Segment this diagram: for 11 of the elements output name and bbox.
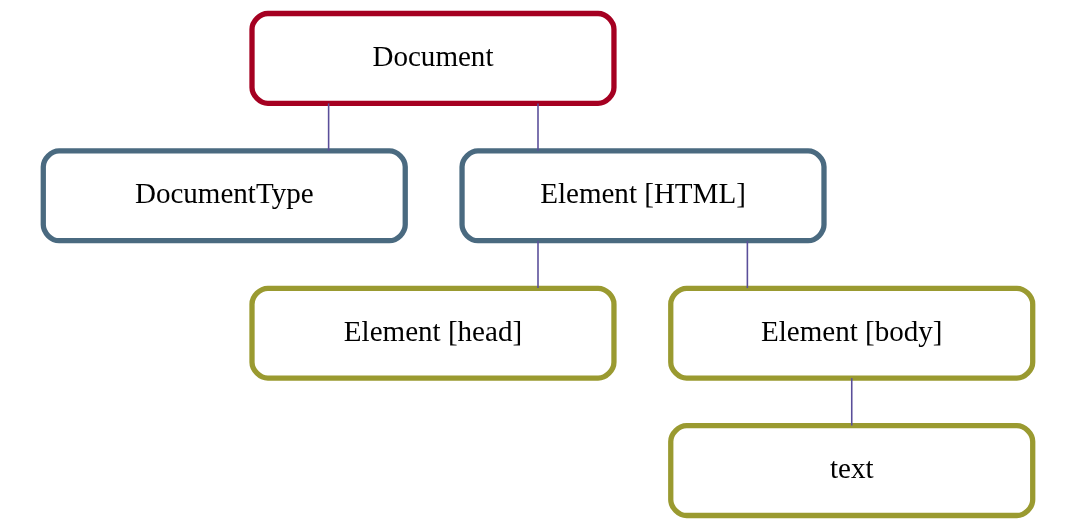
connector	[537, 102, 539, 152]
connector	[537, 240, 539, 289]
node-box: Document	[249, 10, 617, 106]
node-box: text	[668, 423, 1036, 519]
node-box: Element [head]	[249, 285, 617, 381]
node-box: DocumentType	[40, 148, 408, 244]
connector	[746, 240, 749, 289]
connector	[327, 102, 330, 152]
node-box: Element [HTML]	[459, 148, 827, 244]
node-box: Element [body]	[668, 285, 1036, 381]
connector	[850, 377, 853, 427]
